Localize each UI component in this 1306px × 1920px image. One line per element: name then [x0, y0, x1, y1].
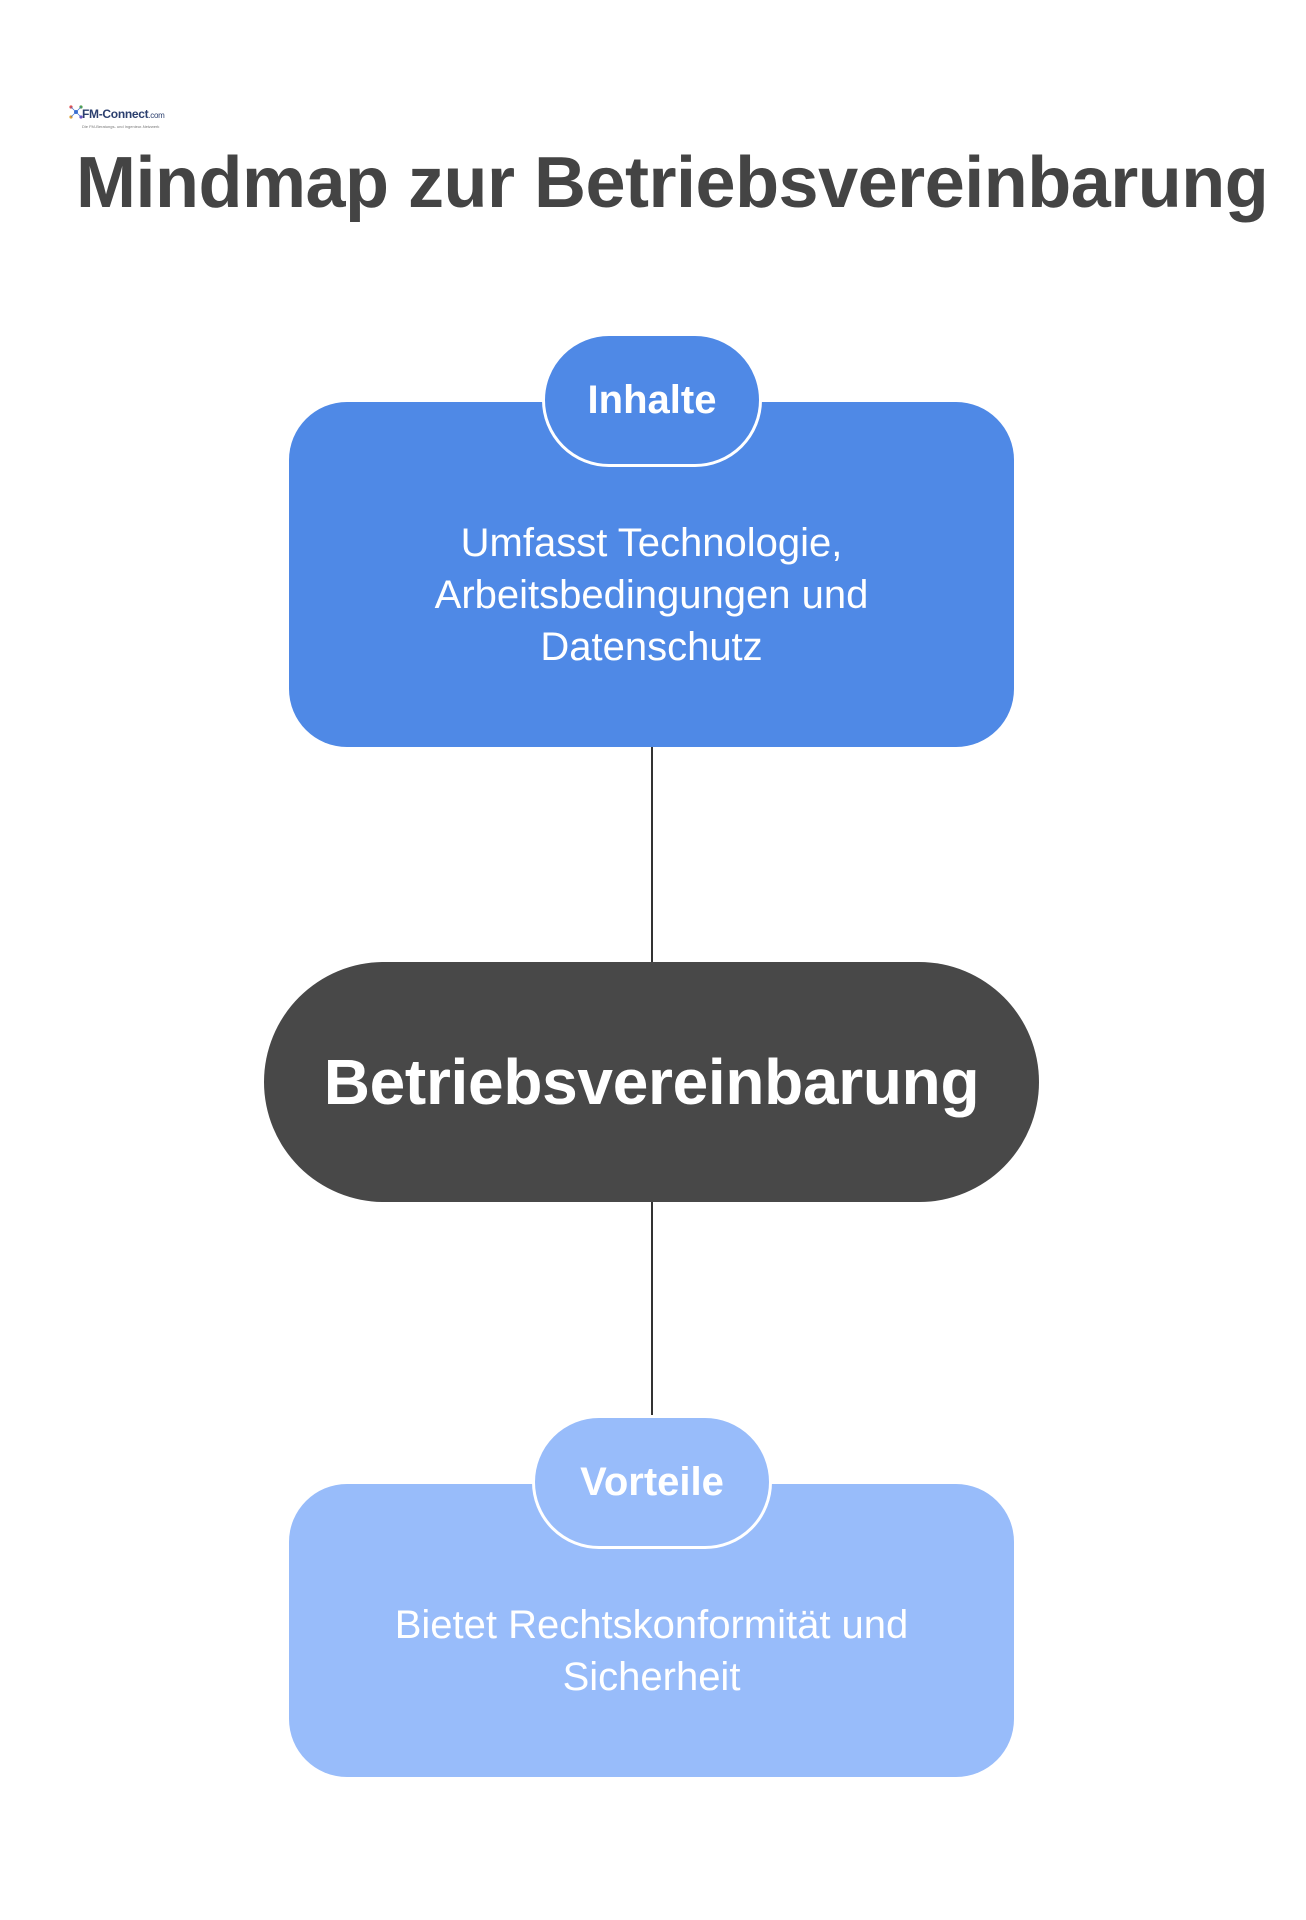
- logo-tagline: Die FM-Beratungs- und Ingenieur-Netzwerk: [82, 124, 160, 129]
- branch-label-inhalte: Inhalte: [542, 333, 762, 467]
- branch-box-inhalte: Umfasst Technologie, Arbeitsbedingungen …: [289, 402, 1014, 747]
- center-node: Betriebsvereinbarung: [264, 962, 1039, 1202]
- page-title: Mindmap zur Betriebsvereinbarung: [76, 143, 1269, 223]
- branch-text-vorteile: Bietet Rechtskonformität und Sicherheit: [394, 1602, 909, 1699]
- logo-wordmark: FM-Connect.com: [82, 107, 165, 121]
- branch-label-vorteile: Vorteile: [532, 1415, 772, 1549]
- fm-connect-logo: FM-Connect.com Die FM-Beratungs- und Ing…: [68, 104, 165, 138]
- connector-line-bottom: [651, 1200, 653, 1416]
- connector-line-top: [651, 745, 653, 963]
- branch-text-inhalte: Umfasst Technologie, Arbeitsbedingungen …: [434, 520, 869, 669]
- logo-star-icon: [69, 105, 83, 119]
